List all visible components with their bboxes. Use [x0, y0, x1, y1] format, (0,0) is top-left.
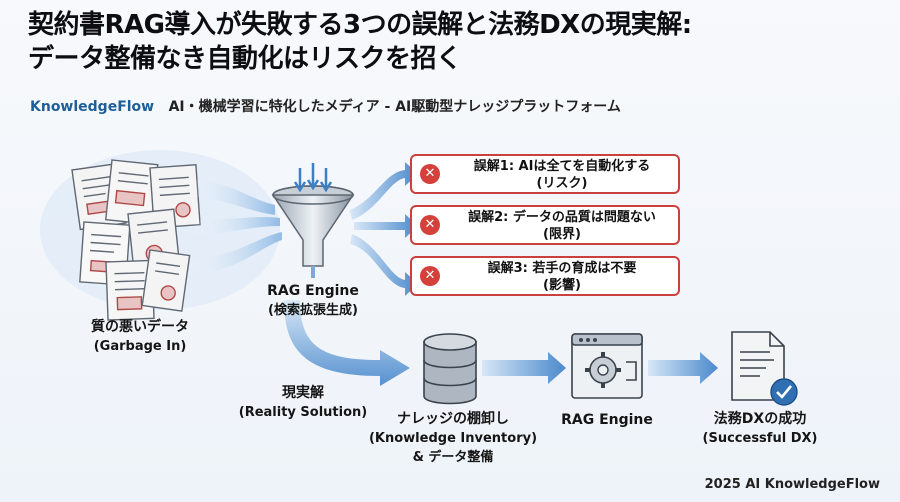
success-name: 法務DXの成功 [713, 411, 807, 427]
solution-name: 現実解 [282, 385, 324, 401]
misconception-1-text: 誤解1: AIは全てを自動化する [473, 159, 651, 174]
tagline: AI・機械学習に特化したメディア - AI駆動型ナレッジプラットフォーム [168, 99, 621, 115]
misconception-card-1: ✕ 誤解1: AIは全てを自動化する (リスク) [410, 154, 680, 194]
success-label: 法務DXの成功 (Successful DX) [690, 410, 830, 448]
footer-copyright: 2025 AI KnowledgeFlow [704, 477, 880, 492]
misconception-card-2: ✕ 誤解2: データの品質は問題ない (限界) [410, 205, 680, 245]
engine-top-label: RAG Engine (検索拡張生成) [253, 282, 373, 320]
engine-top-name: RAG Engine [267, 283, 359, 299]
page-title: 契約書RAG導入が失敗する3つの誤解と法務DXの現実解: データ整備なき自動化は… [28, 8, 878, 76]
error-x-icon: ✕ [420, 215, 440, 235]
success-sub: (Successful DX) [702, 431, 818, 446]
inventory-name: ナレッジの棚卸し [397, 411, 509, 427]
solution-label: 現実解 (Reality Solution) [238, 384, 368, 422]
engine-bottom-name: RAG Engine [561, 412, 653, 428]
funnel-icon [271, 163, 355, 278]
misconception-3-text: 誤解3: 若手の育成は不要 [487, 261, 637, 276]
misconception-arrows [350, 162, 418, 296]
solution-sub: (Reality Solution) [238, 405, 368, 420]
input-sub: (Garbage In) [93, 339, 187, 354]
misconception-3-sub: (影響) [543, 278, 581, 293]
success-document-icon [731, 331, 798, 406]
engine-bottom-label: RAG Engine [552, 411, 662, 430]
inventory-sub2: & データ整備 [412, 450, 494, 465]
flow-arrow-2 [648, 352, 718, 384]
rag-engine-icon [571, 333, 643, 399]
subtitle-line: KnowledgeFlow AI・機械学習に特化したメディア - AI駆動型ナレ… [30, 96, 621, 116]
input-data-label: 質の悪いデータ (Garbage In) [60, 318, 220, 356]
error-x-icon: ✕ [420, 164, 440, 184]
misconception-2-sub: (限界) [543, 227, 581, 242]
flow-arrow-1 [482, 352, 566, 384]
brand-name: KnowledgeFlow [30, 99, 155, 115]
solution-arrow [284, 300, 410, 386]
misconception-1-sub: (リスク) [536, 176, 588, 191]
title-line-2: データ整備なき自動化はリスクを招く [28, 44, 462, 74]
inventory-label: ナレッジの棚卸し (Knowledge Inventory) & データ整備 [368, 410, 538, 467]
title-line-1: 契約書RAG導入が失敗する3つの誤解と法務DXの現実解: [28, 10, 692, 40]
data-stream [190, 180, 282, 274]
misconception-card-3: ✕ 誤解3: 若手の育成は不要 (影響) [410, 256, 680, 296]
database-icon [423, 333, 477, 405]
engine-top-sub: (検索拡張生成) [268, 303, 358, 318]
bad-documents-icon [71, 159, 201, 321]
input-label: 質の悪いデータ [91, 319, 189, 335]
misconception-2-text: 誤解2: データの品質は問題ない [468, 210, 656, 225]
inventory-sub: (Knowledge Inventory) [368, 431, 538, 446]
error-x-icon: ✕ [420, 266, 440, 286]
